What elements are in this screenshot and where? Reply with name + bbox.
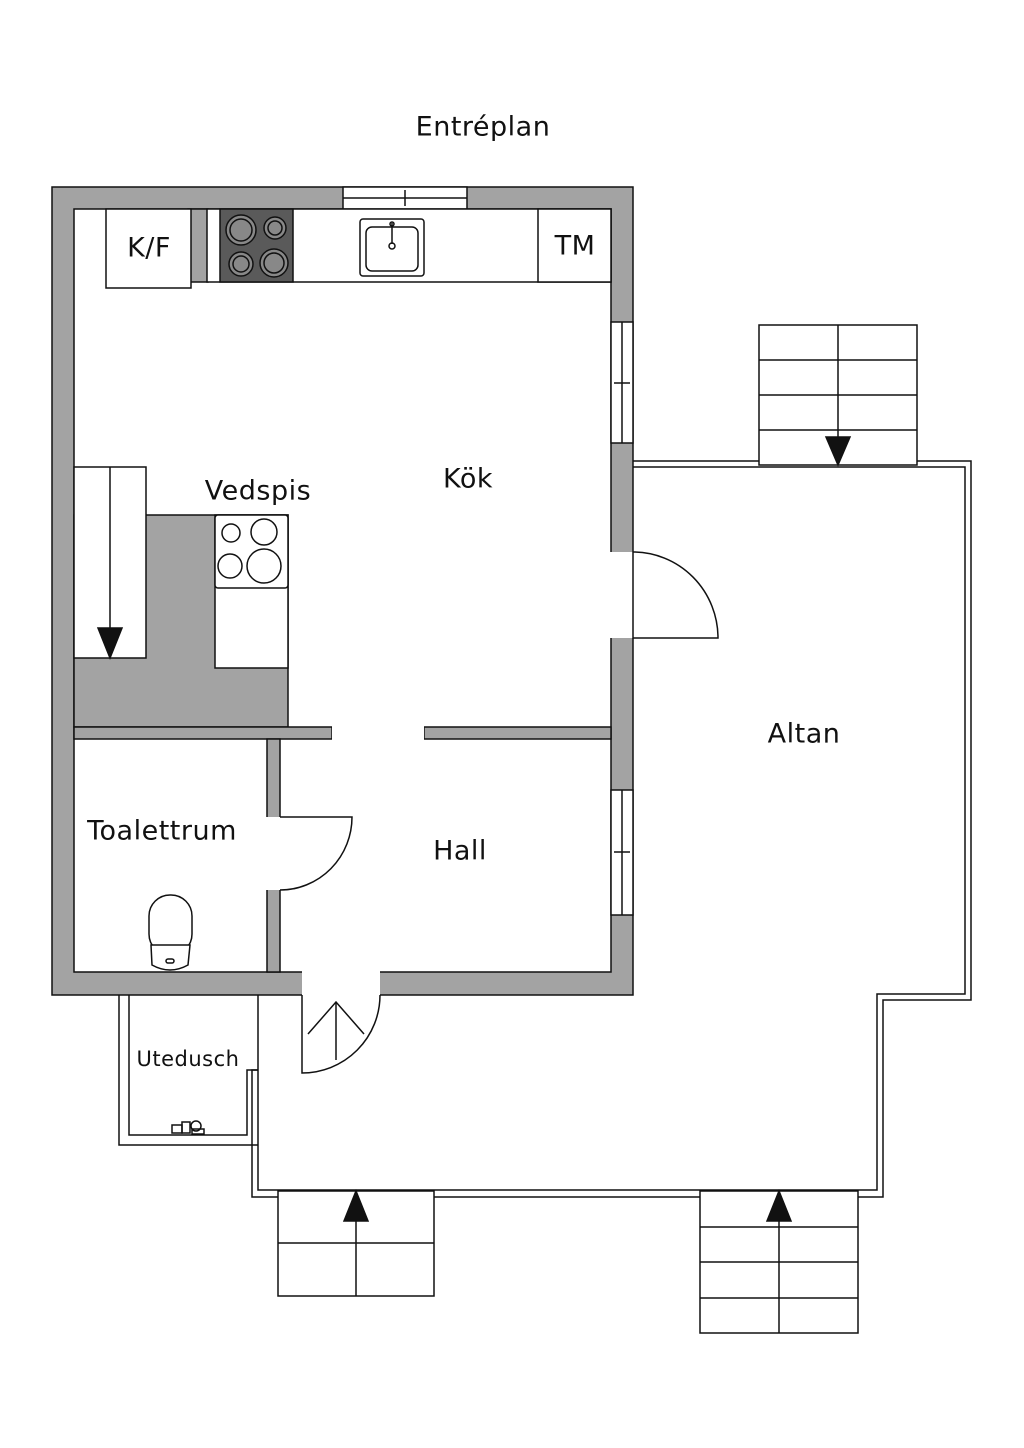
door-kitchen-deck[interactable]	[632, 551, 719, 639]
stair-top	[758, 324, 918, 467]
fridge-freezer-box	[105, 208, 192, 289]
door-toilet[interactable]	[279, 816, 353, 891]
window-hall-right	[610, 789, 634, 916]
fridge-freezer-label: K/F	[127, 232, 171, 264]
door-entrance[interactable]	[301, 994, 381, 1074]
cooktop-icon	[219, 208, 294, 283]
interior-stair	[73, 466, 147, 661]
shower-fixture-icon	[171, 1120, 205, 1135]
wood-stove-label: Vedspis	[204, 475, 312, 507]
room-label-hall: Hall	[433, 835, 487, 867]
deck-outline	[251, 460, 972, 1198]
room-label-deck: Altan	[767, 718, 841, 750]
dishwasher-label: TM	[554, 230, 596, 262]
room-label-outdoor-shower: Utedusch	[136, 1047, 240, 1071]
dishwasher-box	[537, 208, 612, 283]
room-label-toilet: Toalettrum	[87, 815, 237, 847]
toilet-icon	[148, 894, 193, 971]
wood-stove-icon	[214, 514, 289, 669]
plan-title: Entréplan	[415, 111, 551, 143]
kitchen-counter	[105, 208, 612, 289]
sink-icon	[359, 218, 425, 277]
room-label-kitchen: Kök	[442, 463, 494, 495]
stair-bottom-left	[277, 1188, 435, 1297]
stair-bottom-right	[699, 1188, 859, 1334]
window-top	[342, 186, 468, 210]
outdoor-shower-outline	[118, 995, 258, 1146]
window-kitchen-right	[610, 321, 634, 444]
